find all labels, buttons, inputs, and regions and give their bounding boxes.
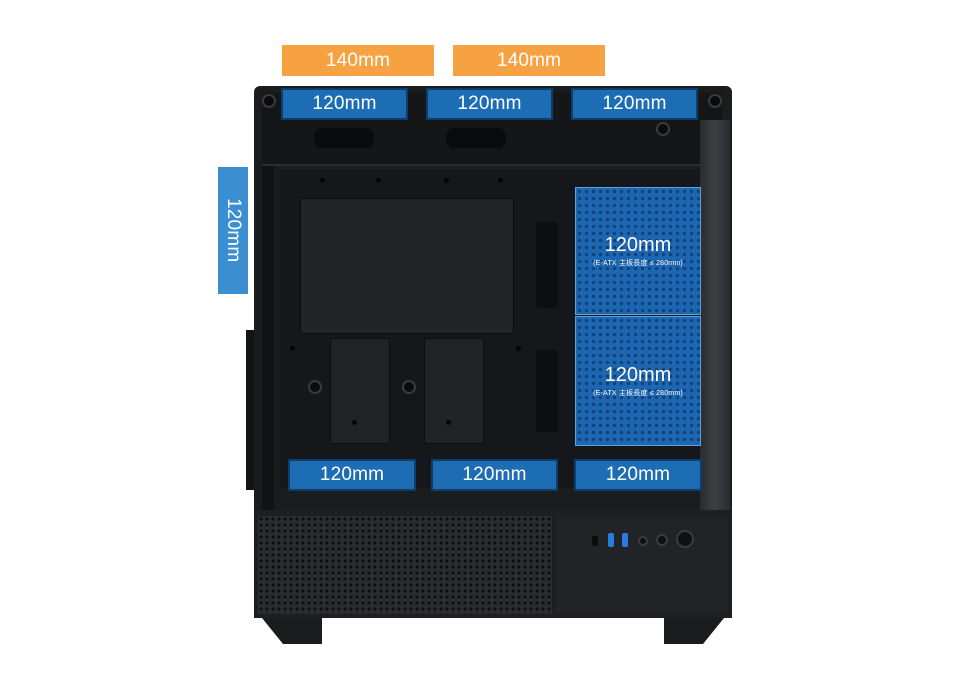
power-button <box>676 530 694 548</box>
side-fan-zone: 120mm (E-ATX 主板長度 ≤ 280mm) <box>575 187 701 315</box>
rear-fan-label: 120mm <box>218 167 248 294</box>
thumb-screw <box>708 94 722 108</box>
mount-hole <box>290 346 295 351</box>
reset-button <box>656 534 668 546</box>
mount-hole <box>376 178 381 183</box>
mount-hole <box>498 178 503 183</box>
thumb-screw <box>656 122 670 136</box>
side-fan-note: (E-ATX 主板長度 ≤ 280mm) <box>593 260 683 267</box>
usb-c-port <box>592 536 598 546</box>
bottom-fan-label: 120mm <box>288 459 416 491</box>
top-120mm-label: 120mm <box>571 88 698 120</box>
ssd-plate <box>330 338 390 444</box>
top-vent-slot <box>446 128 506 148</box>
standoff <box>402 380 416 394</box>
usb-a-port <box>622 533 628 547</box>
audio-jack <box>638 536 648 546</box>
side-fan-note: (E-ATX 主板長度 ≤ 280mm) <box>593 390 683 397</box>
mount-hole <box>444 178 449 183</box>
bottom-fan-label: 120mm <box>574 459 702 491</box>
front-glass-edge <box>700 120 730 516</box>
rear-bracket-rail <box>262 100 274 510</box>
pcie-slot-cover <box>246 330 254 490</box>
side-fan-zone: 120mm (E-ATX 主板長度 ≤ 280mm) <box>575 316 701 446</box>
mount-hole <box>352 420 357 425</box>
mount-hole <box>320 178 325 183</box>
ssd-plate <box>424 338 484 444</box>
standoff <box>308 380 322 394</box>
mount-hole <box>516 346 521 351</box>
top-vent-slot <box>314 128 374 148</box>
side-fan-size: 120mm <box>604 234 672 256</box>
cable-grommet <box>536 350 558 432</box>
rear-fan-label-text: 120mm <box>223 198 244 263</box>
usb-a-port <box>608 533 614 547</box>
side-fan-size: 120mm <box>604 364 672 386</box>
cable-grommet <box>536 222 558 308</box>
front-io-panel <box>556 516 728 614</box>
cpu-cutout <box>300 198 514 334</box>
top-120mm-label: 120mm <box>426 88 553 120</box>
top-120mm-label: 120mm <box>281 88 408 120</box>
mount-hole <box>446 420 451 425</box>
bottom-fan-label: 120mm <box>431 459 558 491</box>
top-140mm-label: 140mm <box>282 45 434 76</box>
thumb-screw <box>262 94 276 108</box>
top-140mm-label: 140mm <box>453 45 605 76</box>
front-mesh-panel <box>258 516 552 614</box>
